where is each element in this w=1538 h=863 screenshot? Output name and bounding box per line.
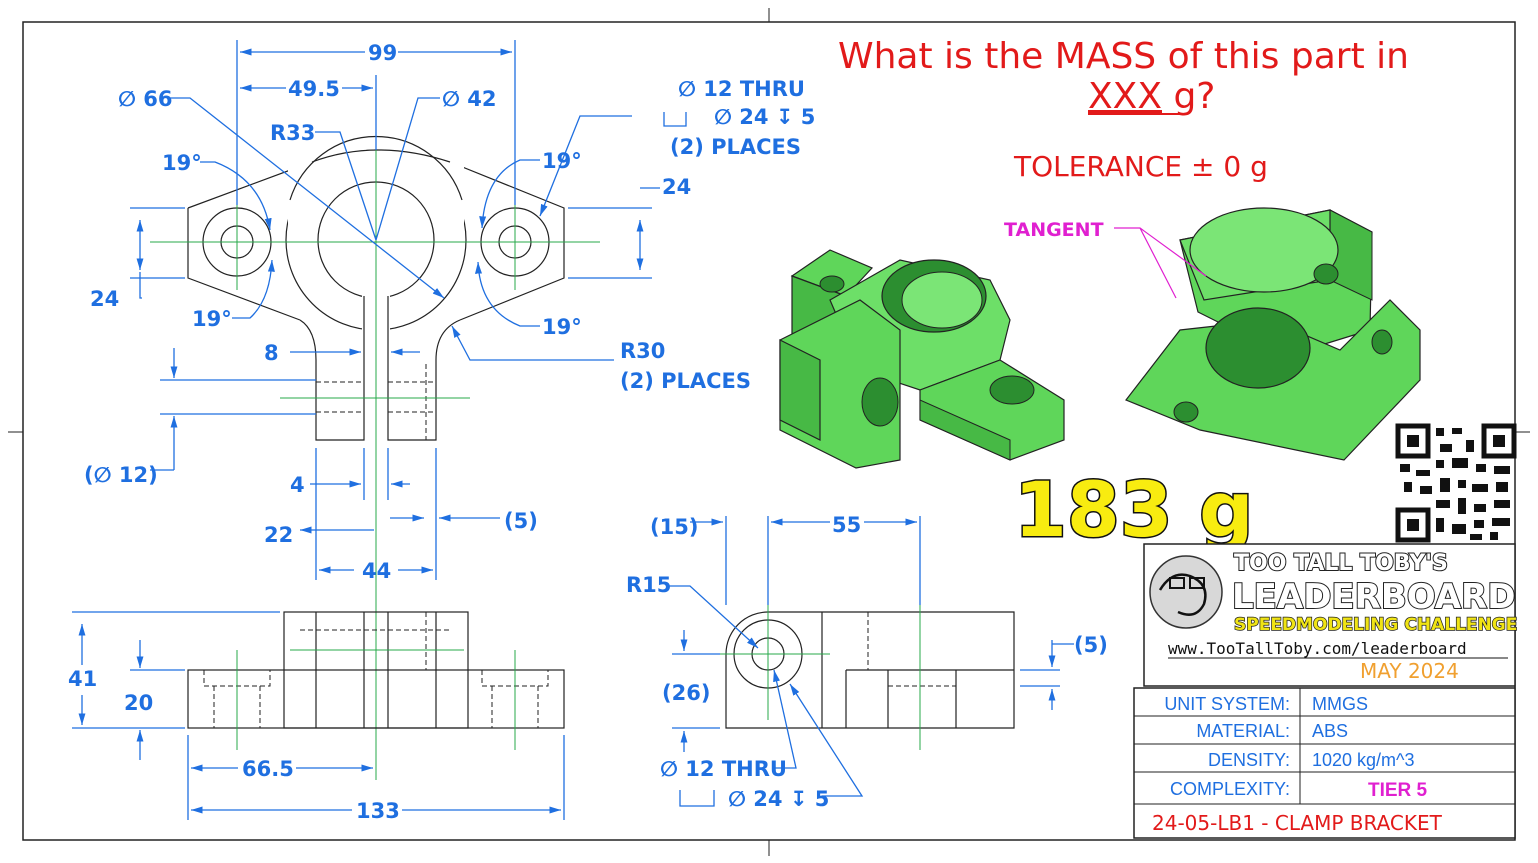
note-thru-hole: ∅ 12 THRU xyxy=(678,77,805,101)
iso-view-left xyxy=(779,249,1065,469)
dim-26-ref: (26) xyxy=(662,681,710,705)
question-line1: What is the MASS of this part in xyxy=(838,36,1409,77)
question-units: XXX xyxy=(1088,76,1162,117)
dim-15-ref: (15) xyxy=(650,515,698,539)
dim-r15: R15 xyxy=(626,573,671,597)
dim-dia66: ∅ 66 xyxy=(118,87,173,111)
tb-label-unit-system: UNIT SYSTEM: xyxy=(1164,694,1290,714)
dim-angle-bottom-left: 19° xyxy=(192,307,232,331)
tb-label-material: MATERIAL: xyxy=(1196,721,1290,741)
qr-code xyxy=(1395,423,1517,543)
leaderboard-date: MAY 2024 xyxy=(1360,659,1459,683)
toby-logo xyxy=(1149,555,1223,629)
dim-angle-top-right: 19° xyxy=(542,149,582,173)
dim-44: 44 xyxy=(362,559,391,583)
tb-value-complexity: TIER 5 xyxy=(1368,780,1428,801)
iso-view-right xyxy=(1125,207,1421,461)
leaderboard-url[interactable]: www.TooTallToby.com/leaderboard xyxy=(1168,639,1467,658)
dim-4: 4 xyxy=(290,473,305,497)
dim-angle-top-left: 19° xyxy=(162,151,202,175)
leaderboard-line3: SPEEDMODELING CHALLENGE xyxy=(1234,615,1517,635)
question-suffix: g? xyxy=(1162,76,1215,117)
leaderboard-line1: TOO TALL TOBY'S xyxy=(1234,551,1448,576)
tb-value-density: 1020 kg/m^3 xyxy=(1312,750,1415,770)
top-view: 99 49.5 ∅ 66 ∅ 42 R33 19° 19° 19° 19° 24… xyxy=(84,40,815,780)
dim-133: 133 xyxy=(356,799,400,823)
dim-angle-bottom-right: 19° xyxy=(542,315,582,339)
leaderboard-line2: LEADERBOARD xyxy=(1232,577,1515,617)
note-counterbore: ∅ 24 ↧ 5 xyxy=(714,105,815,129)
front-view: 41 20 66.5 133 xyxy=(68,611,565,823)
dim-20: 20 xyxy=(124,691,153,715)
note-r30-places: (2) PLACES xyxy=(620,369,751,393)
tb-label-density: DENSITY: xyxy=(1208,750,1290,770)
question-line2: XXX g? xyxy=(1088,76,1215,117)
dim-8: 8 xyxy=(264,341,279,365)
dim-dia12-ref: (∅ 12) xyxy=(84,463,158,487)
dim-r30: R30 xyxy=(620,339,665,363)
dim-55: 55 xyxy=(832,513,861,537)
dim-22: 22 xyxy=(264,523,293,547)
tolerance: TOLERANCE ± 0 g xyxy=(1013,150,1268,183)
tb-value-material: ABS xyxy=(1312,721,1348,741)
dim-24-right: 24 xyxy=(662,175,691,199)
dim-24-left: 24 xyxy=(90,287,119,311)
title-block: UNIT SYSTEM: MMGS MATERIAL: ABS DENSITY:… xyxy=(1133,687,1516,839)
note-side-thru: ∅ 12 THRU xyxy=(660,757,787,781)
dim-99: 99 xyxy=(368,41,397,65)
leaderboard-block: TOO TALL TOBY'S LEADERBOARD SPEEDMODELIN… xyxy=(1143,543,1518,687)
dim-41: 41 xyxy=(68,667,97,691)
dim-r33: R33 xyxy=(270,121,315,145)
dim-5-ref-side: (5) xyxy=(1074,633,1108,657)
tb-value-unit-system: MMGS xyxy=(1312,694,1368,714)
dim-dia42: ∅ 42 xyxy=(442,87,497,111)
tangent-callout: TANGENT xyxy=(1004,219,1104,241)
tb-label-complexity: COMPLEXITY: xyxy=(1170,779,1290,799)
side-view: (15) 55 R15 (26) (5) ∅ 12 THRU ∅ 24 ↧ 5 xyxy=(626,513,1108,811)
answer-mass: 183 g xyxy=(1014,465,1254,554)
note-side-counterbore: ∅ 24 ↧ 5 xyxy=(728,787,829,811)
dim-5-ref-top: (5) xyxy=(504,509,538,533)
tb-part-name: 24-05-LB1 - CLAMP BRACKET xyxy=(1152,811,1443,835)
dim-49-5: 49.5 xyxy=(288,77,340,101)
note-2-places: (2) PLACES xyxy=(670,135,801,159)
dim-66-5: 66.5 xyxy=(242,757,294,781)
